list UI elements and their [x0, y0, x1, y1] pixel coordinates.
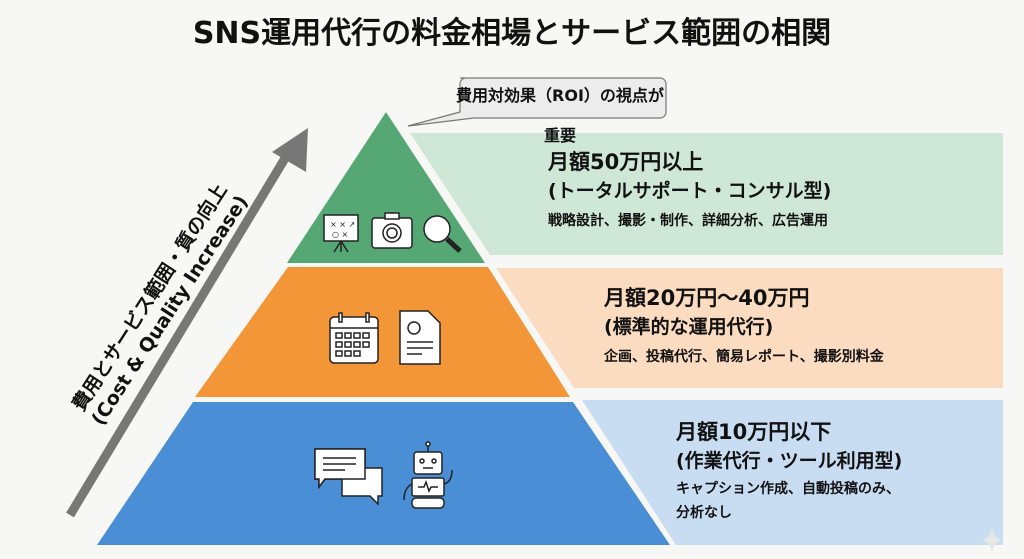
sparkle-icon: [982, 528, 1002, 552]
tier3-panel: [582, 400, 1003, 545]
tier3-segment: [97, 402, 670, 545]
tier3-text: 月額10万円以下 (作業代行・ツール利用型) キャプション作成、自動投稿のみ、 …: [676, 416, 902, 525]
tier2-subtitle: (標準的な運用代行): [604, 316, 774, 338]
tier1-text: 月額50万円以上 (トータルサポート・コンサル型) 戦略設計、撮影・制作、詳細分…: [548, 146, 831, 233]
report-icon: [399, 310, 441, 365]
svg-text:○ ×: ○ ×: [332, 230, 348, 239]
tier3-subtitle: (作業代行・ツール利用型): [676, 450, 903, 472]
calendar-icon: [329, 312, 379, 364]
robot-icon: [403, 441, 453, 509]
tier1-title: 月額50万円以上: [548, 150, 704, 174]
tier3-desc-line2: 分析なし: [676, 505, 732, 521]
tier2-title: 月額20万円〜40万円: [604, 286, 810, 310]
tier3-title: 月額10万円以下: [676, 420, 832, 444]
magnifier-icon: [423, 215, 462, 253]
page-title: SNS運用代行の料金相場とサービス範囲の相関: [192, 16, 832, 51]
strategy-board-icon: × × ↗ ○ ×: [323, 214, 359, 253]
arrow-up-icon: [66, 128, 308, 518]
svg-text:× × ↗: × × ↗: [330, 220, 355, 229]
callout-bubble: [407, 77, 667, 127]
roi-callout: 費用対効果（ROI）の視点が重要: [456, 86, 664, 145]
tier2-desc: 企画、投稿代行、簡易レポート、撮影別料金: [604, 349, 884, 365]
camera-icon: [371, 212, 413, 249]
tier1-panel: [410, 133, 1003, 255]
tier2-panel: [496, 268, 1003, 388]
tier1-subtitle: (トータルサポート・コンサル型): [548, 180, 832, 202]
tier2-segment: [195, 267, 570, 397]
chat-bubbles-icon: [314, 448, 383, 506]
tier2-text: 月額20万円〜40万円 (標準的な運用代行) 企画、投稿代行、簡易レポート、撮影…: [604, 282, 884, 369]
tier1-desc: 戦略設計、撮影・制作、詳細分析、広告運用: [548, 213, 828, 229]
tier3-desc-line1: キャプション作成、自動投稿のみ、: [676, 481, 900, 497]
